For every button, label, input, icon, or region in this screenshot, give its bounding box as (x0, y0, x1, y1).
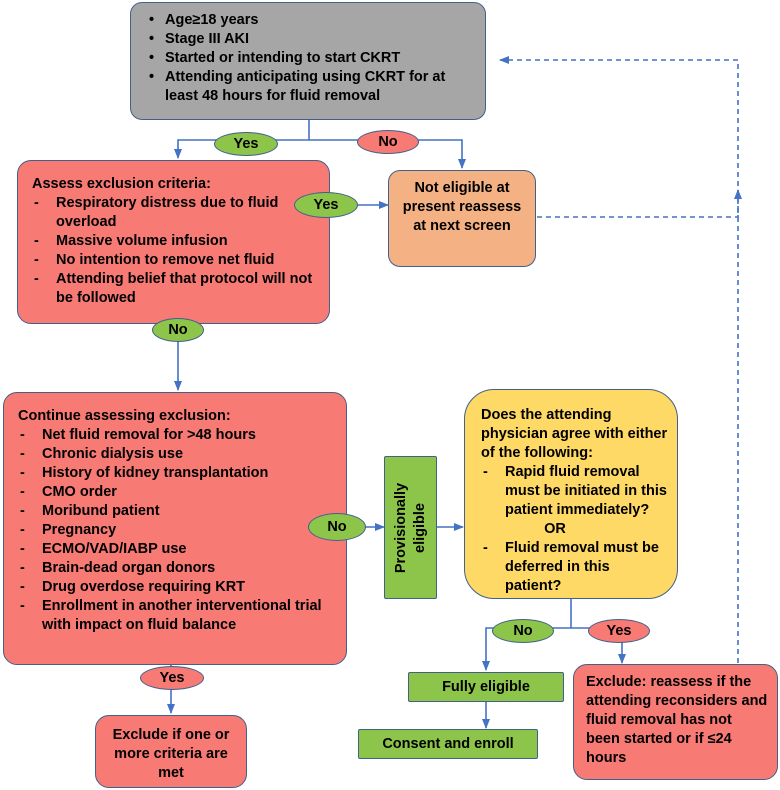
no-label-question: No (492, 619, 554, 643)
inclusion-criterion: Age≥18 years (145, 11, 477, 30)
exclude-reassess-box: Exclude: reassess if the attending recon… (573, 664, 778, 780)
not-eligible-box: Not eligible at present reassess at next… (388, 170, 536, 267)
exclusion-criteria-box: Assess exclusion criteria: Respiratory d… (17, 160, 330, 324)
continue-exclusion-item: Enrollment in another interventional tri… (18, 597, 338, 635)
inclusion-criteria-box: Age≥18 years Stage III AKI Started or in… (130, 2, 486, 120)
exclusion-item: No intention to remove net fluid (32, 251, 321, 270)
yes-label-top: Yes (214, 132, 278, 156)
continue-exclusion-item: Net fluid removal for >48 hours (18, 426, 338, 445)
exclude-criteria-text: Exclude if one or more criteria are met (112, 727, 230, 781)
inclusion-criterion: Stage III AKI (145, 30, 477, 49)
fully-eligible-box: Fully eligible (408, 672, 564, 702)
exclusion-list: Respiratory distress due to fluid overlo… (32, 194, 321, 308)
connector-dashed-not-eligible (537, 189, 742, 218)
continue-exclusion-item: Drug overdose requiring KRT (18, 578, 338, 597)
exclusion-item: Massive volume infusion (32, 232, 321, 251)
continue-heading: Continue assessing exclusion: (18, 408, 231, 424)
yes-label-exclusion: Yes (294, 192, 358, 218)
connector-dashed-return (499, 56, 739, 663)
exclude-reassess-text: Exclude: reassess if the attending recon… (586, 674, 768, 766)
continue-exclusion-item: Brain-dead organ donors (18, 559, 338, 578)
provisionally-eligible-box: Provisionally eligible (384, 456, 437, 599)
inclusion-criteria-list: Age≥18 years Stage III AKI Started or in… (145, 11, 477, 106)
inclusion-criterion: Attending anticipating using CKRT for at… (145, 68, 477, 106)
continue-exclusion-item: ECMO/VAD/IABP use (18, 540, 338, 559)
no-label-continue: No (308, 513, 366, 541)
question-options: Rapid fluid removal must be initiated in… (481, 463, 669, 520)
attending-question-box: Does the attending physician agree with … (464, 389, 678, 599)
yes-label-continue: Yes (140, 666, 204, 690)
no-label-top: No (357, 130, 419, 154)
continue-exclusion-item: CMO order (18, 483, 338, 502)
not-eligible-text: Not eligible at present reassess at next… (402, 180, 522, 234)
continue-exclusion-box: Continue assessing exclusion: Net fluid … (3, 392, 347, 665)
continue-exclusion-item: History of kidney transplantation (18, 464, 338, 483)
exclusion-heading: Assess exclusion criteria: (32, 176, 211, 192)
fully-eligible-text: Fully eligible (442, 679, 530, 695)
continue-exclusion-item: Moribund patient (18, 502, 338, 521)
no-label-exclusion: No (152, 318, 204, 342)
exclusion-item: Respiratory distress due to fluid overlo… (32, 194, 321, 232)
consent-enroll-box: Consent and enroll (358, 729, 538, 759)
continue-exclusion-list: Net fluid removal for >48 hours Chronic … (18, 426, 338, 635)
continue-exclusion-item: Chronic dialysis use (18, 445, 338, 464)
question-or: OR (544, 521, 566, 537)
question-option: Fluid removal must be deferred in this p… (481, 539, 669, 596)
exclusion-item: Attending belief that protocol will not … (32, 270, 321, 308)
provisionally-eligible-text: Provisionally eligible (392, 482, 428, 573)
exclude-criteria-box: Exclude if one or more criteria are met (95, 715, 247, 788)
question-option: Rapid fluid removal must be initiated in… (481, 463, 669, 520)
inclusion-criterion: Started or intending to start CKRT (145, 49, 477, 68)
continue-exclusion-item: Pregnancy (18, 521, 338, 540)
question-heading: Does the attending physician agree with … (481, 407, 668, 461)
yes-label-question: Yes (588, 619, 650, 643)
consent-enroll-text: Consent and enroll (382, 736, 514, 752)
